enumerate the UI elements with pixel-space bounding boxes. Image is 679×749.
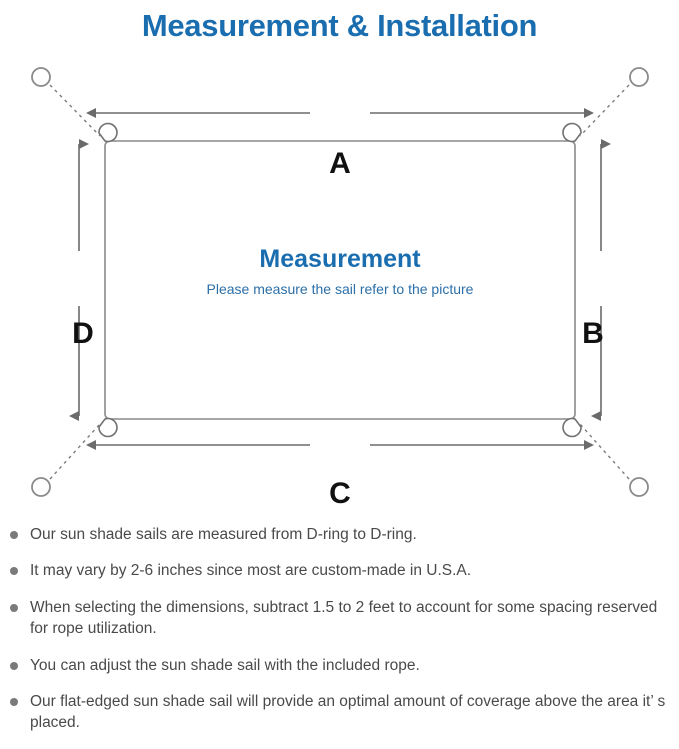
list-item-text: It may vary by 2-6 inches since most are… [30,562,472,580]
d-ring-top-left-icon [98,122,118,143]
rope-line-bottom-right [579,423,630,480]
list-item: Our flat-edged sun shade sail will provi… [10,691,675,734]
list-item-text: Our flat-edged sun shade sail will provi… [30,692,666,732]
rope-line-top-right [579,84,630,137]
sail-measurement-diagram: Measurement Please measure the sail refe… [0,56,679,516]
dimension-label-d: D [72,317,94,350]
shade-sail-body [104,140,576,420]
list-item: Our sun shade sails are measured from D-… [10,524,675,545]
top-left-anchor-ring [31,67,51,87]
dimension-label-b: B [582,317,604,350]
d-ring-top-right-icon [562,122,582,143]
bullet-icon [10,661,18,670]
d-rings [98,122,582,438]
diagram-svg [31,67,649,497]
d-ring-bottom-right-icon [562,417,582,438]
d-ring-bottom-left-icon [98,417,118,438]
list-item: It may vary by 2-6 inches since most are… [10,560,675,581]
rope-line-bottom-left [49,423,101,480]
rope-lines [49,84,630,480]
rope-line-top-left [49,84,101,137]
list-item: You can adjust the sun shade sail with t… [10,655,675,676]
list-item-text: Our sun shade sails are measured from D-… [30,526,417,543]
page-title: Measurement & Installation [141,8,538,43]
dimension-label-a: A [329,147,351,180]
anchor-rings [31,67,649,497]
list-item-text: You can adjust the sun shade sail with t… [30,656,420,674]
bullet-icon [10,531,18,539]
bullet-icon [10,567,18,576]
dimension-label-c: C [329,477,351,510]
bottom-right-anchor-ring [629,477,649,497]
list-item-text: When selecting the dimensions, subtract … [30,598,658,638]
list-item: When selecting the dimensions, subtract … [10,597,675,640]
top-right-anchor-ring [629,67,649,87]
bullet-icon [10,697,18,706]
bottom-left-anchor-ring [31,477,51,497]
bullet-icon [10,603,18,612]
notes-list: Our sun shade sails are measured from D-… [10,524,675,749]
